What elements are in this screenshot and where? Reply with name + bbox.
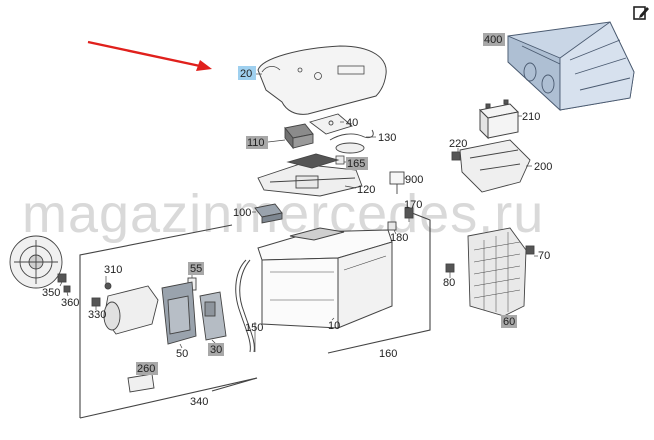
label-170[interactable]: 170 [404, 199, 422, 211]
svg-text:20: 20 [240, 68, 252, 80]
fuse-box-part-60[interactable] [467, 227, 527, 317]
svg-text:30: 30 [210, 344, 222, 356]
label-70[interactable]: 70 [538, 250, 550, 262]
label-150[interactable]: 150 [245, 322, 263, 334]
battery-cover-part-20[interactable] [257, 45, 387, 115]
relay-unit-part-30[interactable] [199, 291, 227, 341]
label-210[interactable]: 210 [522, 111, 540, 123]
mounting-bracket-part-200[interactable] [459, 139, 531, 193]
terminal-junction-assembly[interactable] [257, 153, 363, 197]
nut-part-330[interactable] [91, 297, 101, 307]
label-40[interactable]: 40 [346, 117, 358, 129]
label-220[interactable]: 220 [449, 138, 467, 150]
label-260[interactable]: 260 [136, 362, 158, 375]
cap-part-100[interactable] [254, 203, 283, 224]
assembly-frame-lines [79, 212, 431, 419]
label-30[interactable]: 30 [208, 343, 224, 356]
label-50[interactable]: 50 [176, 348, 188, 360]
bracket-part-260[interactable] [127, 373, 155, 393]
svg-text:110: 110 [247, 137, 265, 149]
nut-part-350[interactable] [57, 273, 67, 283]
label-400[interactable]: 400 [483, 33, 505, 46]
starter-part-310[interactable] [103, 282, 159, 335]
label-80[interactable]: 80 [443, 277, 455, 289]
alternator-part[interactable] [9, 235, 63, 289]
label-20[interactable]: 20 [238, 66, 256, 80]
auxiliary-battery-part-210[interactable] [478, 99, 520, 140]
label-160[interactable]: 160 [379, 348, 397, 360]
label-340[interactable]: 340 [190, 396, 208, 408]
label-120[interactable]: 120 [357, 184, 375, 196]
leader-lines [59, 73, 538, 377]
battery-part-10[interactable] [257, 227, 393, 329]
vent-hose-part-150[interactable] [235, 259, 255, 353]
label-900[interactable]: 900 [405, 174, 423, 186]
label-130[interactable]: 130 [378, 132, 396, 144]
svg-text:55: 55 [190, 263, 202, 275]
tray-part-110[interactable] [284, 123, 314, 150]
label-110[interactable]: 110 [246, 136, 268, 149]
svg-text:400: 400 [484, 34, 502, 46]
label-60[interactable]: 60 [501, 315, 517, 328]
label-310[interactable]: 310 [104, 264, 122, 276]
bolt-part-80[interactable] [445, 263, 455, 273]
label-180[interactable]: 180 [390, 232, 408, 244]
control-module-part-400[interactable] [507, 21, 635, 112]
nut-part-220[interactable] [451, 151, 461, 161]
svg-text:165: 165 [347, 158, 365, 170]
label-350[interactable]: 350 [42, 287, 60, 299]
control-unit-part-50[interactable] [161, 281, 197, 345]
nut-part-360[interactable] [63, 285, 71, 293]
label-55[interactable]: 55 [188, 262, 204, 275]
bracket-part-40[interactable] [309, 113, 353, 135]
edit-icon[interactable] [632, 4, 650, 22]
watermark-text: magazinmercedes.ru [22, 184, 544, 244]
svg-text:60: 60 [503, 316, 515, 328]
label-360[interactable]: 360 [61, 297, 79, 309]
terminal-part-180[interactable] [387, 221, 397, 231]
label-100[interactable]: 100 [233, 207, 251, 219]
cable-part-130[interactable] [329, 129, 374, 154]
label-200[interactable]: 200 [534, 161, 552, 173]
label-165[interactable]: 165 [346, 157, 368, 170]
red-arrow-indicator [87, 40, 212, 71]
label-330[interactable]: 330 [88, 309, 106, 321]
bolt-part-70[interactable] [525, 245, 535, 255]
label-10[interactable]: 10 [328, 320, 340, 332]
svg-text:260: 260 [137, 363, 155, 375]
